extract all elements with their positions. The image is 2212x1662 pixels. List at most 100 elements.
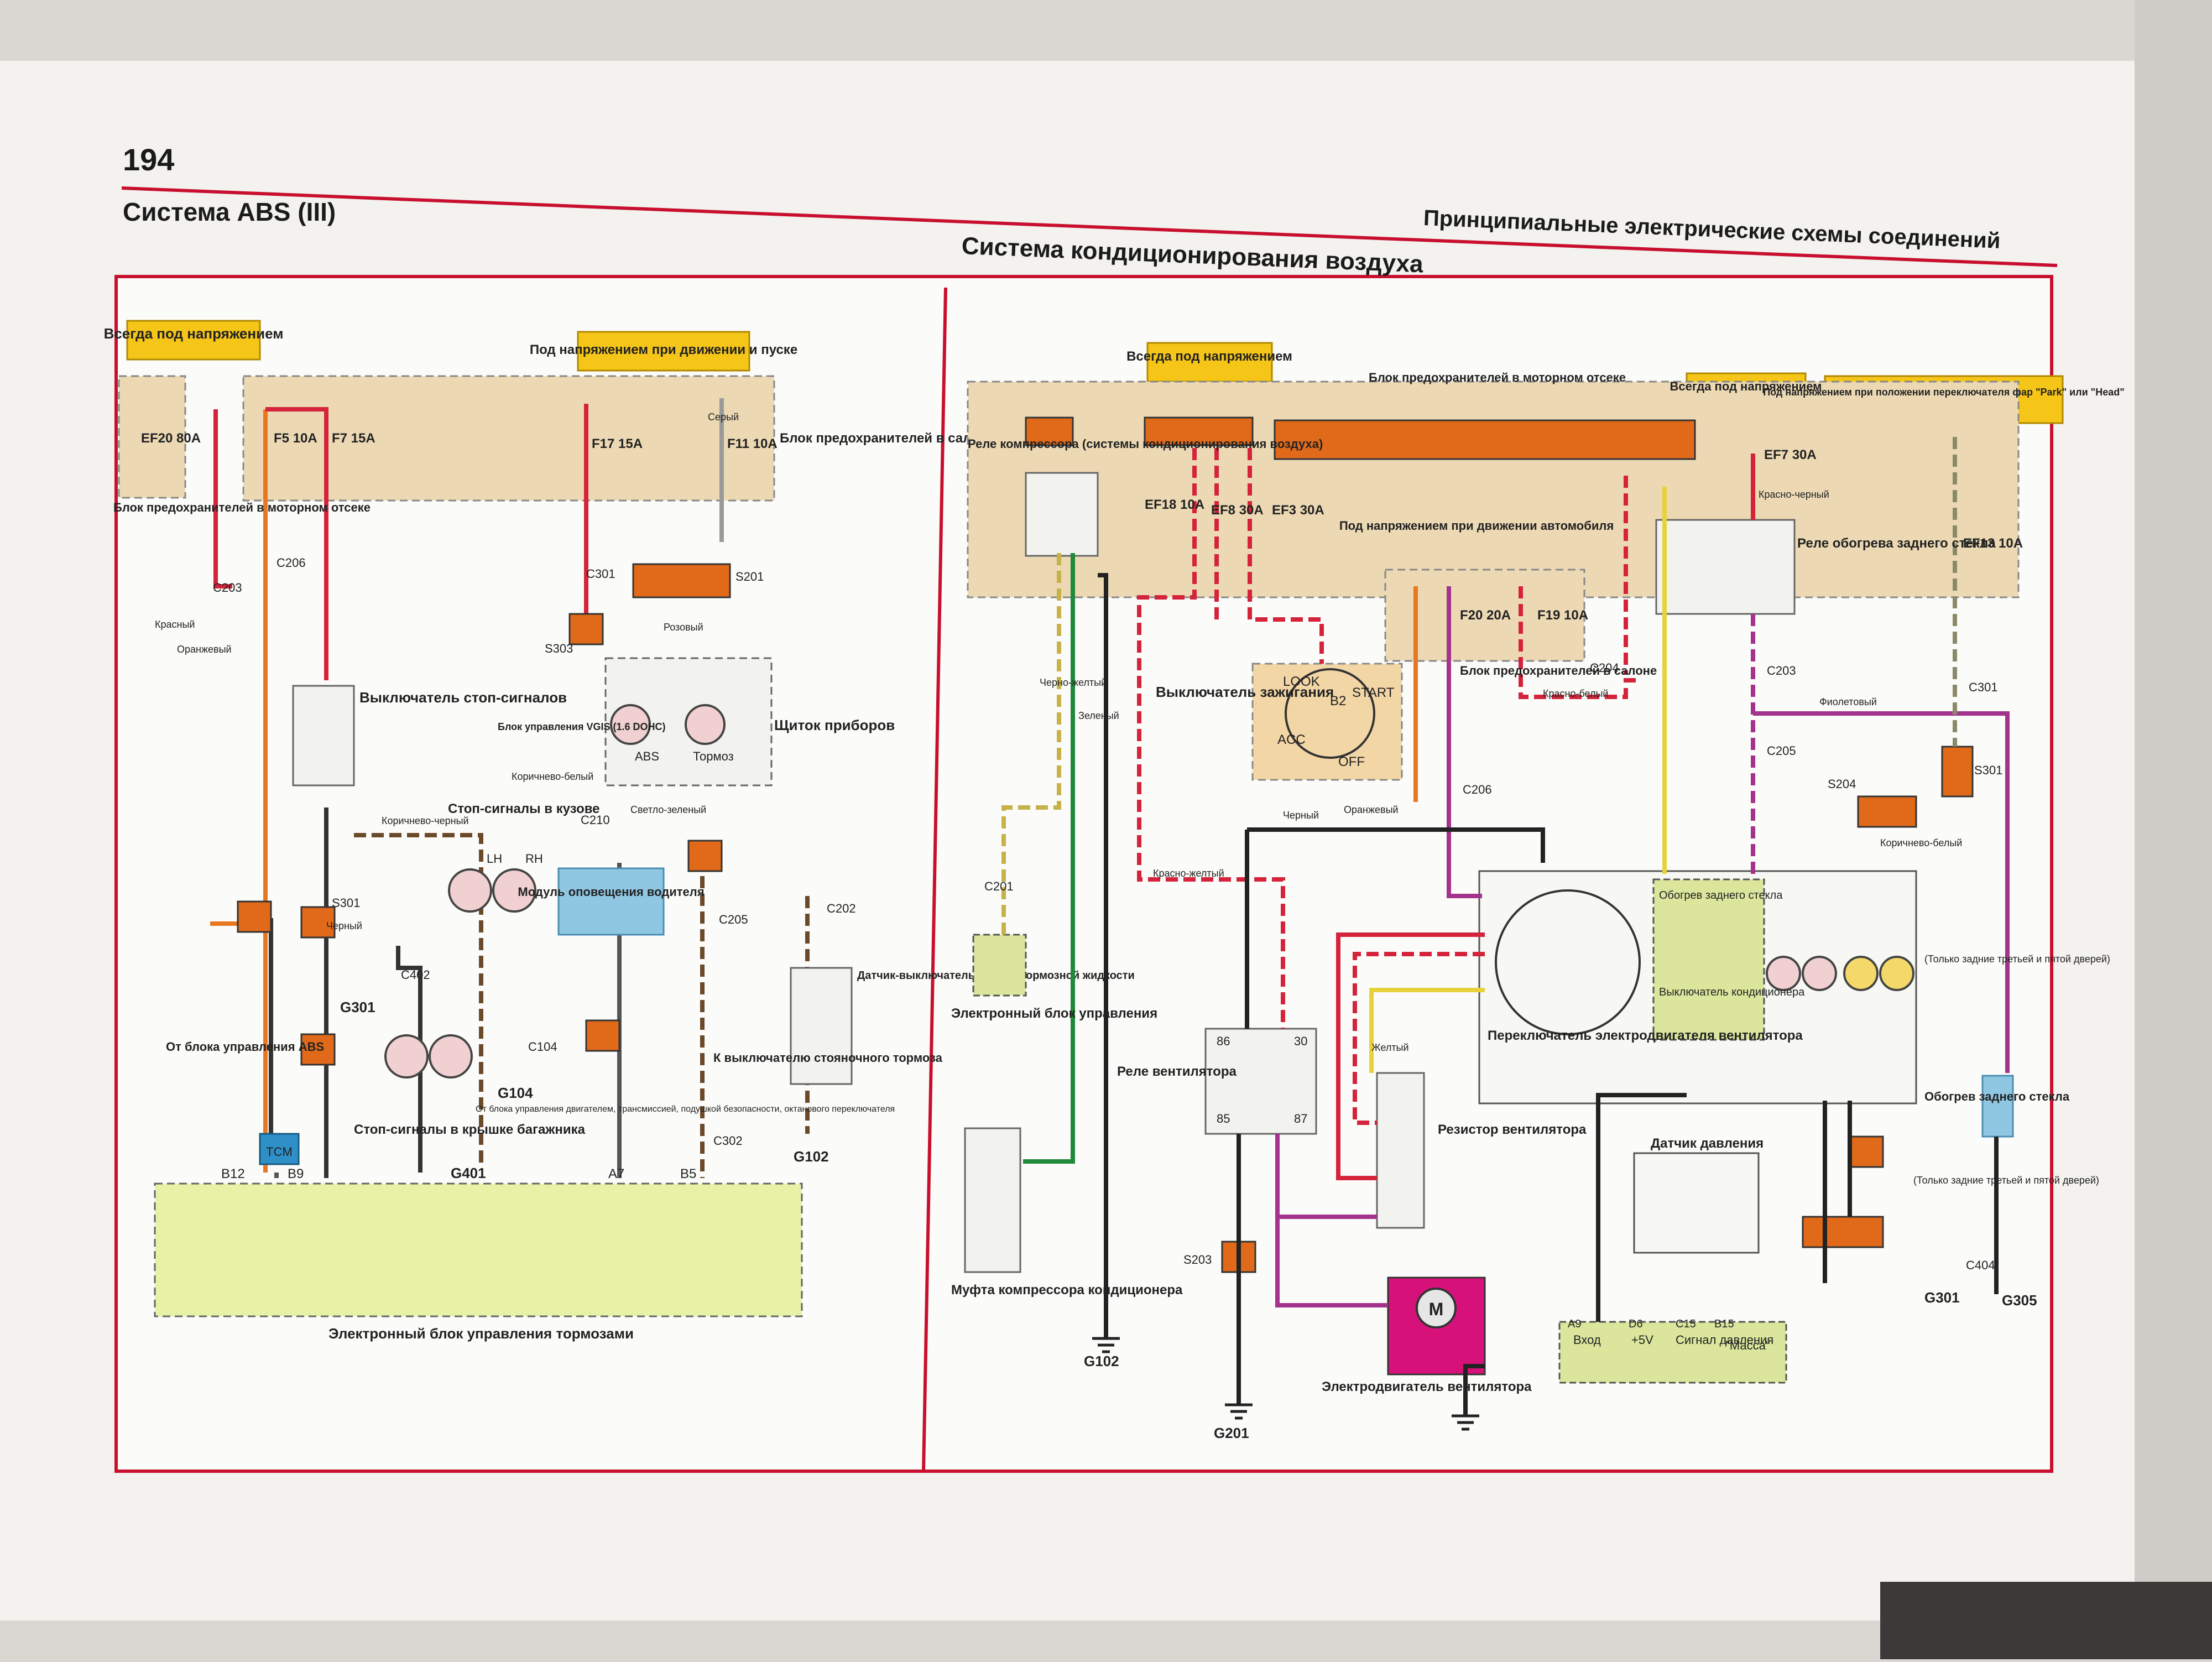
park-switch-label: К выключателю стояночного тормоза [713,1051,943,1065]
conn-c301-abs: C301 [586,567,615,581]
ac-engine-fuse-box [967,381,2020,598]
stop-switch-label: Выключатель стоп-сигналов [359,689,567,706]
fuse-f5: F5 10A [274,431,317,446]
sensor-ecu-box [1558,1321,1787,1384]
fuse-f11: F11 10A [727,436,778,451]
conn-c201-ac: C201 [984,879,1014,893]
header-rule [121,186,2058,267]
page-number: 194 [123,142,175,177]
motor-m-glyph: M [1429,1299,1444,1319]
tcm-box [259,1133,300,1165]
ground-g201-a: G201 [1214,1425,1249,1441]
wire-label-brown-white-ac: Коричнево-белый [1880,837,1962,848]
pin-b9: B9 [288,1166,304,1181]
fan-switch-label: Переключатель электродвигателя вентилято… [1488,1028,1803,1043]
wire-label-black: Черный [326,920,362,931]
fan-relay-box [1204,1028,1317,1135]
ign-pos-look: LOOK [1283,674,1320,689]
ac-switch-label: Выключатель кондиционера [1659,986,1805,998]
wire-label-red-black: Красно-черный [1759,489,1829,500]
relay-pin-86: 86 [1217,1034,1230,1048]
next-page-corner [1880,1582,2212,1659]
cabin-fuse-box-label: Блок предохранителей в салоне [780,431,995,446]
conn-c210: C210 [581,813,610,827]
driver-module-box [557,867,665,936]
relay-pin-87: 87 [1294,1112,1307,1126]
ebcm-label: Электронный блок управления тормозами [328,1325,634,1342]
rear-glass-heat-inside-label: Обогрев заднего стекла [1659,889,1783,902]
engine-ecu-label: Блок управления VGIS (1.6 DOHC) [498,721,666,732]
wire-label-red-white: Красно-белый [1543,688,1608,699]
cluster-label: Щиток приборов [774,717,895,733]
cluster-lamp-brake: Тормоз [693,749,733,763]
lamp-side-rh: RH [525,852,543,866]
lamp-side-lh: LH [487,852,502,866]
wire-label-brown-white: Коричнево-белый [512,771,593,782]
conn-s301-ac: S301 [1974,763,2002,777]
frame-divider [922,287,947,1472]
ground-g401: G401 [451,1165,486,1181]
rear-glass-heat-icon [1981,1075,2014,1138]
fuse-f7: F7 15A [332,431,375,446]
clutch-label: Муфта компрессора кондиционера [951,1283,1183,1298]
wire-label-black-ac: Черный [1283,810,1319,821]
ground-g104: G104 [498,1085,533,1101]
trunk-lamp-lh-icon [384,1034,429,1079]
ground-g301: G301 [340,999,375,1015]
cluster-lamp-abs: ABS [635,749,659,763]
left-header: Система ABS (III) [123,197,336,226]
wire-label-lightgreen: Светло-зеленый [630,804,706,815]
ground-g305: G305 [2002,1292,2037,1309]
conn-c402: C402 [401,968,430,982]
ac-switch-box [1652,878,1765,1041]
wire-label-gray: Серый [708,411,739,423]
park-head-text: Под напряжением при положении переключат… [1763,387,2125,398]
driver-module-label: Модуль оповещения водителя [518,885,704,899]
conn-c404: C404 [1966,1258,1995,1272]
relay-pin-85: 85 [1217,1112,1230,1126]
conn-c302: C302 [713,1134,743,1148]
conn-s203: S203 [1183,1253,1212,1267]
ground-g102-abs: G102 [794,1148,829,1165]
abs-always-live-text: Всегда под напряжением [104,325,284,342]
trunk-lamps-label: Стоп-сигналы в крышке багажника [354,1122,586,1137]
body-lamps-label: Стоп-сигналы в кузове [448,801,600,816]
conn-c202: C202 [827,902,856,915]
fan-switch-dial-icon [1495,889,1641,1035]
fan-relay-label: Реле вентилятора [1117,1064,1237,1079]
from-abs-label: От блока управления ABS [166,1040,324,1054]
ac-ecu-label: Электронный блок управления [951,1006,1157,1021]
ground-g102-ac: G102 [1084,1353,1119,1369]
motor-icon [1416,1288,1457,1328]
wire-label-black-yellow: Черно-желтый [1040,677,1107,688]
ign-pos-acc: ACC [1277,732,1306,747]
wire-label-orange-ac: Оранжевый [1344,804,1399,815]
conn-c206-abs: C206 [276,556,306,570]
wire-label-brown-black: Коричнево-черный [382,815,469,826]
rear-defog-relay-box [1655,519,1796,615]
relay-pin-30: 30 [1294,1034,1307,1048]
level-sensor-box [790,967,853,1085]
stop-switch-box [292,685,355,786]
sensor-pin-b15: B15 [1714,1318,1734,1330]
wire-label-red: Красный [155,619,195,630]
fan-resistor-box [1376,1072,1425,1229]
conn-s303: S303 [545,642,573,655]
wire-label-green: Зеленый [1078,710,1119,721]
brake-lamp-icon [685,704,726,745]
clutch-box [964,1127,1021,1273]
conn-s204: S204 [1828,777,1856,791]
abs-lamp-icon [610,704,651,745]
fuse-ef13: EF13 10A [1963,536,2023,551]
fuse-f20: F20 20A [1460,608,1511,623]
pin-a7: A7 [608,1166,624,1181]
fan-motor-label: Электродвигатель вентилятора [1322,1379,1532,1394]
conn-s201: S201 [735,570,764,583]
wire-label-orange: Оранжевый [177,644,232,655]
ac-cabin-fuse-box [1384,569,1585,662]
pressure-sensor-label: Датчик давления [1651,1136,1764,1151]
rear-defog-note-2: (Только задние третьей и пятой дверей) [1924,954,2110,965]
wire-label-pink: Розовый [664,622,703,633]
